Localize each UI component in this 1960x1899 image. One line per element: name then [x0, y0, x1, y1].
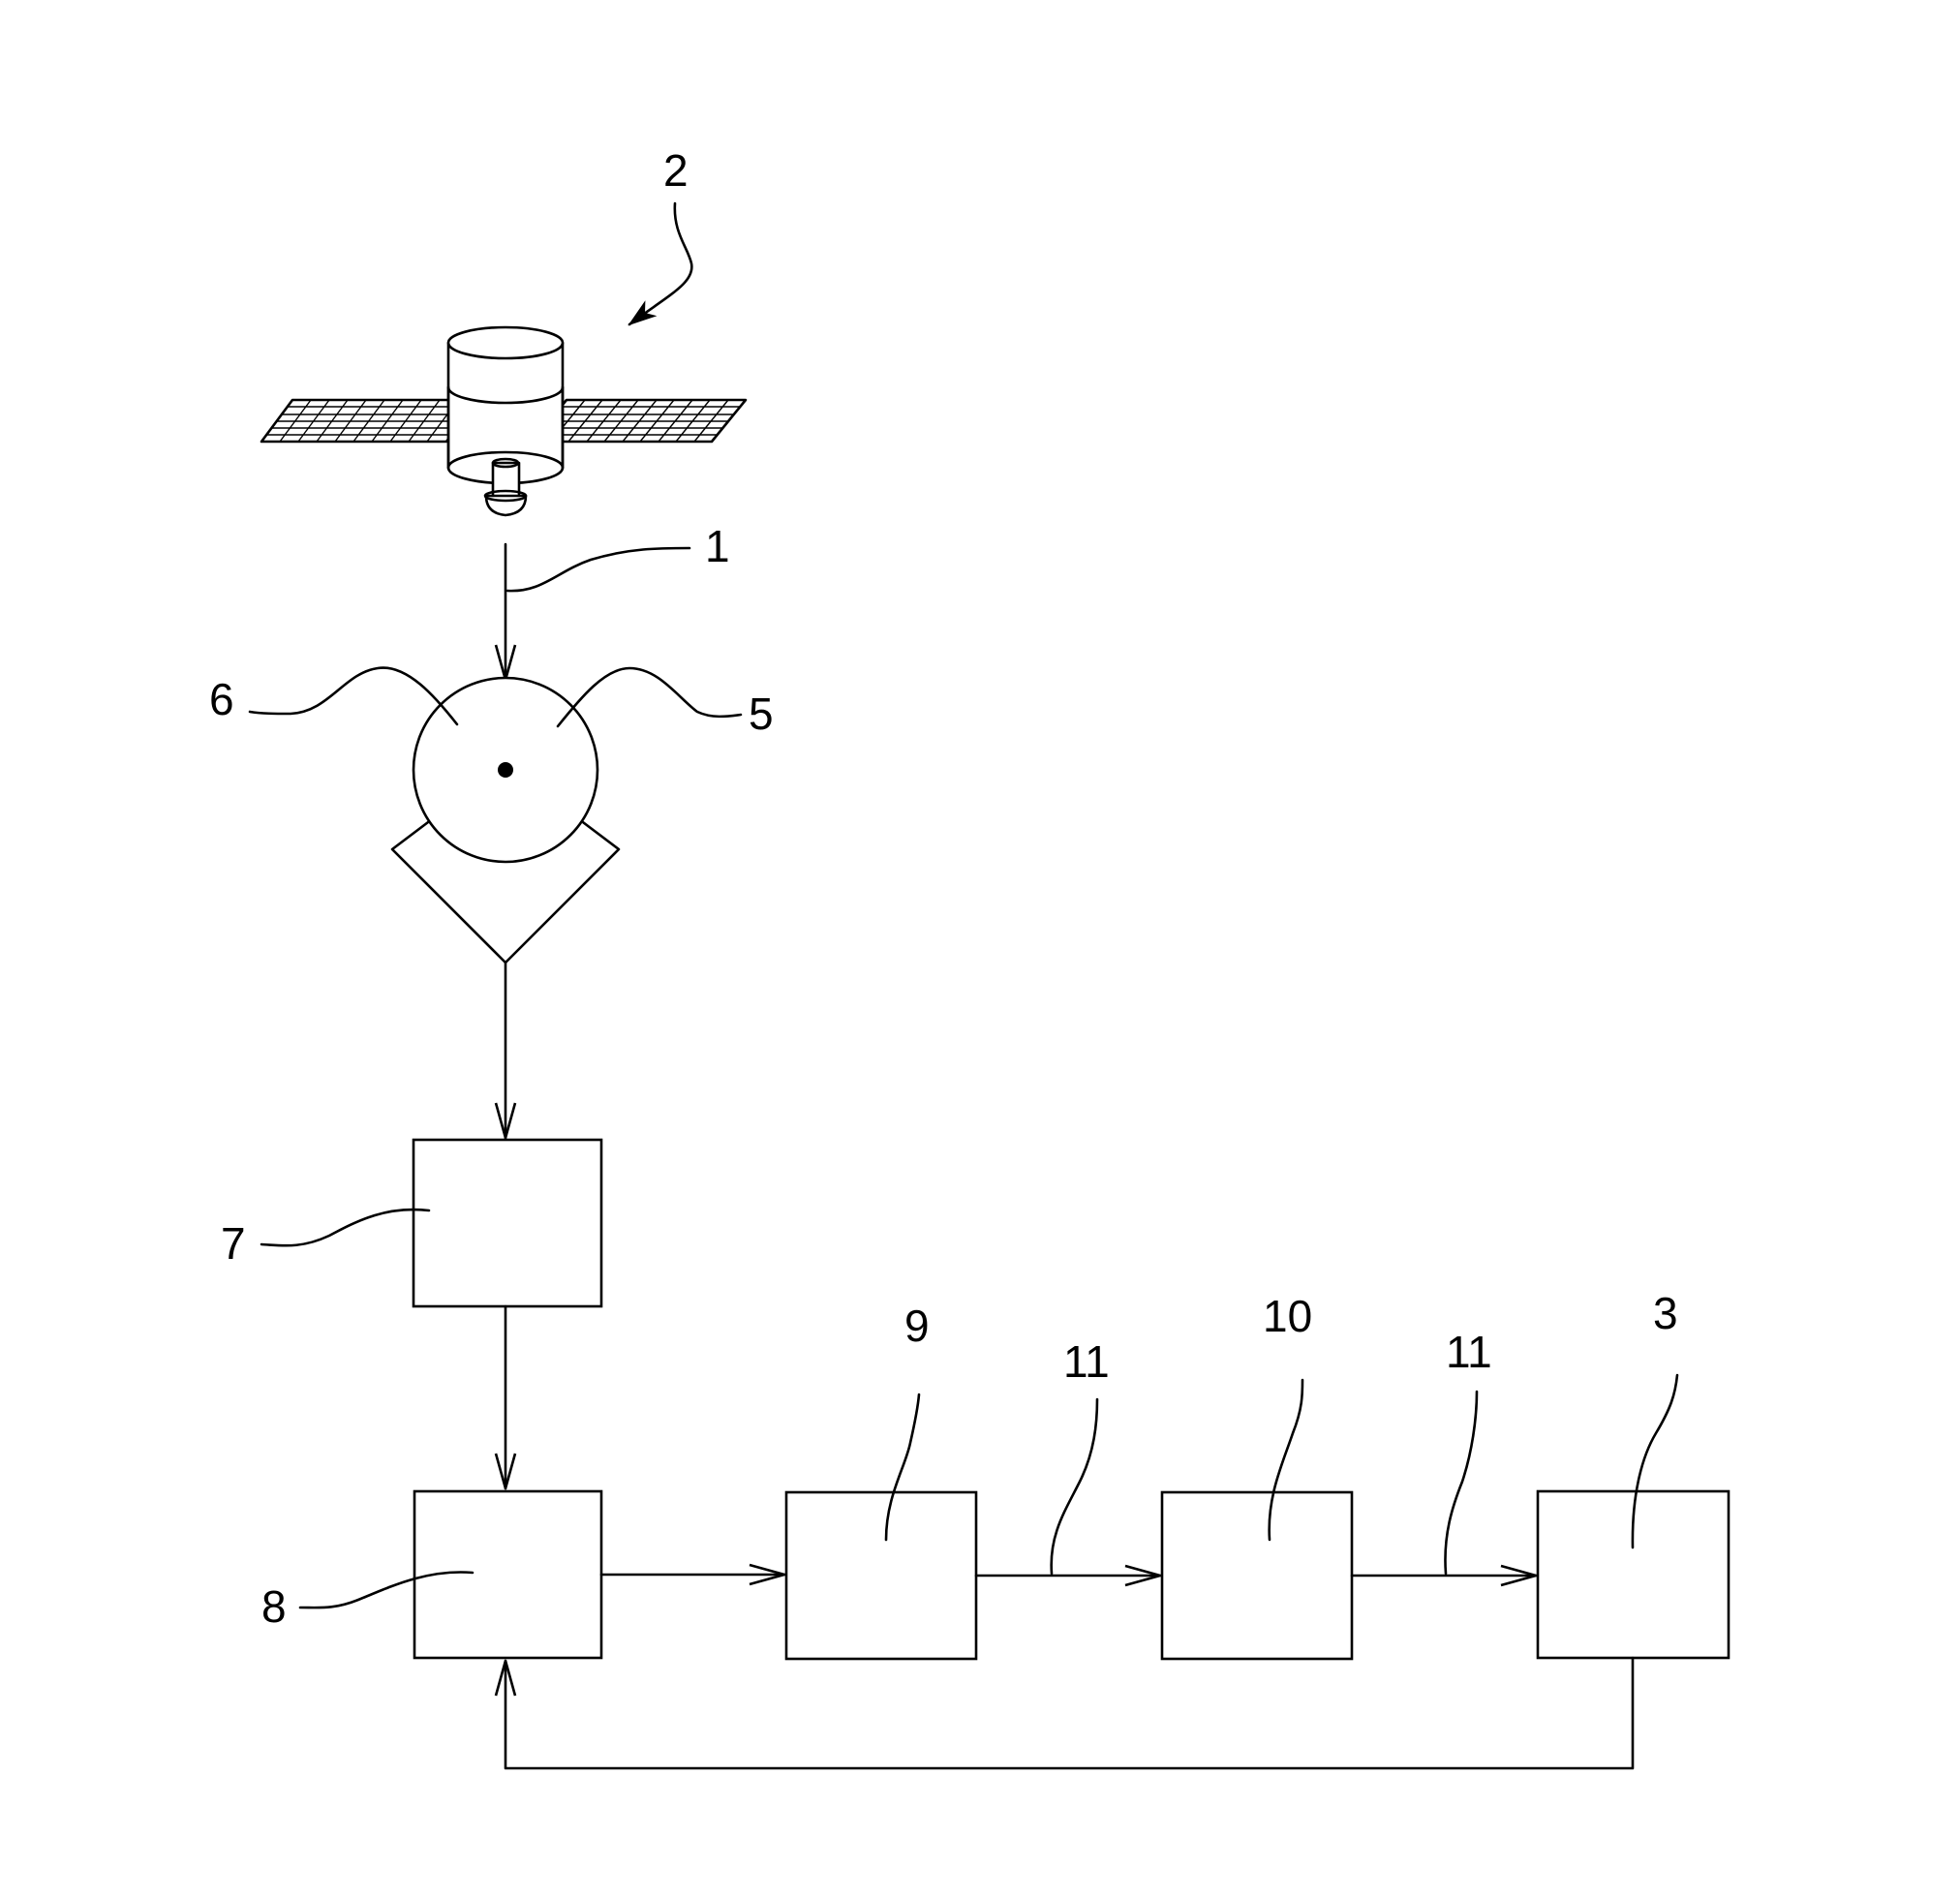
ref-label-antenna-right: 5	[749, 689, 774, 739]
antenna-center-dot	[498, 762, 513, 778]
ref-label-antenna-left: 6	[209, 674, 234, 724]
block-8	[414, 1491, 601, 1658]
antenna-receiver	[392, 678, 619, 963]
block-10	[1162, 1492, 1352, 1659]
leader-link-1	[1052, 1399, 1097, 1574]
feedback-line	[505, 1658, 1633, 1768]
leader-signal	[507, 548, 689, 591]
ref-label-block-8: 8	[261, 1581, 287, 1632]
leader-block-7	[261, 1210, 429, 1245]
leader-satellite	[629, 203, 691, 324]
ref-label-link-2: 11	[1446, 1327, 1492, 1377]
block-7	[413, 1140, 601, 1306]
ref-label-block-7: 7	[221, 1218, 246, 1269]
leader-link-2	[1445, 1392, 1477, 1574]
leader-antenna-left	[250, 668, 457, 724]
block-9	[786, 1492, 976, 1659]
solar-panel-right	[533, 400, 746, 442]
solar-panel-left	[261, 400, 476, 442]
ref-label-block-3: 3	[1653, 1288, 1678, 1338]
ref-label-block-10: 10	[1263, 1291, 1312, 1341]
leader-antenna-right	[558, 668, 741, 726]
ref-label-signal: 1	[705, 521, 730, 571]
ref-label-link-1: 11	[1063, 1336, 1110, 1387]
ref-label-satellite: 2	[663, 145, 689, 196]
satellite-antenna	[485, 459, 526, 515]
satellite-icon	[261, 327, 746, 515]
ref-label-block-9: 9	[904, 1301, 930, 1351]
